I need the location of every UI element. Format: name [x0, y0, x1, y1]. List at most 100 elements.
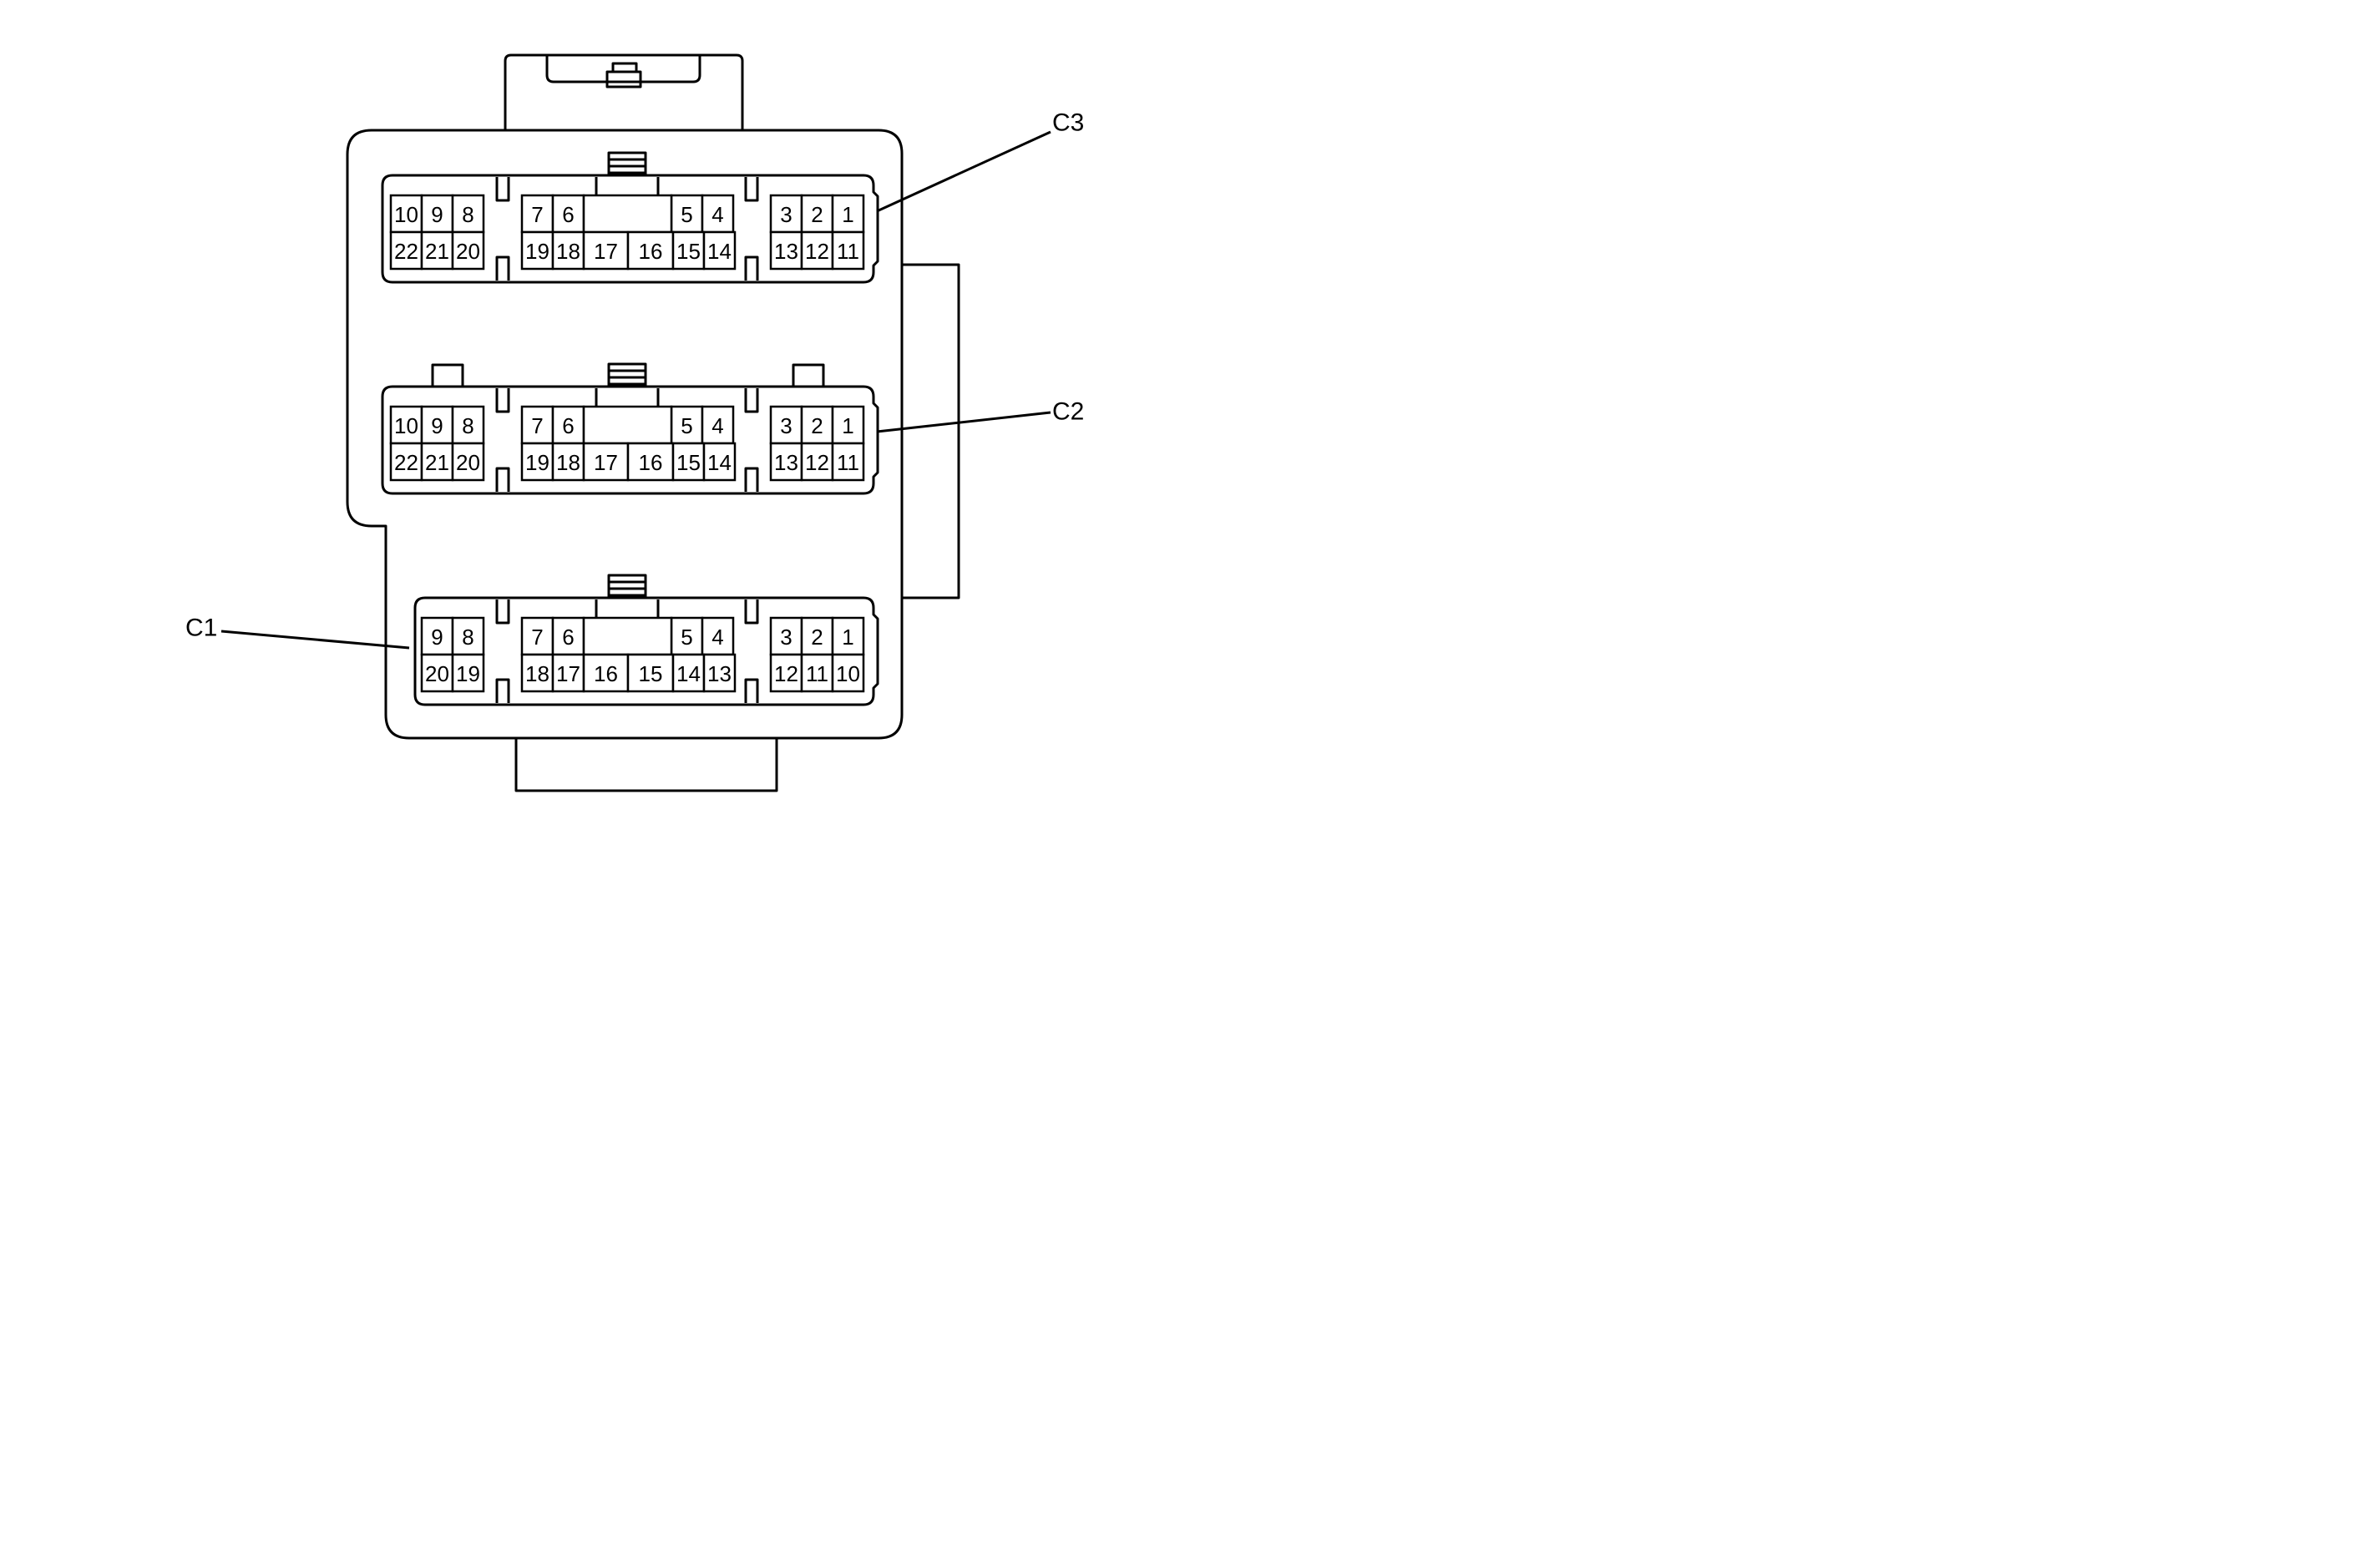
pin-19: 19 — [456, 661, 480, 686]
keyway-slot-top — [744, 388, 759, 413]
pin-12: 12 — [805, 450, 829, 475]
pin-5: 5 — [681, 202, 692, 227]
pin-22-cell — [389, 442, 423, 482]
pin-9-cell — [420, 194, 454, 234]
pin-4: 4 — [711, 413, 723, 438]
pin-11-cell — [831, 442, 865, 482]
keyway-slot-top — [744, 599, 759, 625]
pin-18: 18 — [556, 450, 580, 475]
keyway-slot-bottom — [744, 255, 759, 281]
pin-14-cell — [702, 442, 737, 482]
pin-20: 20 — [456, 239, 480, 264]
keyway-slot-bottom — [495, 678, 510, 703]
pin-12-cell — [800, 230, 834, 271]
pin-7: 7 — [531, 413, 543, 438]
pin-6: 6 — [562, 625, 574, 650]
keyway-slot-top — [495, 599, 510, 625]
keyway-slot-top — [495, 177, 510, 202]
pin-17: 17 — [556, 661, 580, 686]
pin-16: 16 — [594, 661, 618, 686]
pin-9: 9 — [431, 202, 443, 227]
pin-14-cell — [671, 653, 706, 693]
pin-13: 13 — [774, 239, 798, 264]
pin-16-cell — [582, 653, 630, 693]
pin-6: 6 — [562, 202, 574, 227]
pin-20-cell — [451, 442, 485, 482]
pin-14: 14 — [707, 239, 732, 264]
pin-15: 15 — [639, 661, 663, 686]
pin-11: 11 — [806, 661, 828, 686]
pin-10: 10 — [394, 202, 418, 227]
keyway-slot-bottom — [744, 678, 759, 703]
pin-4-cell — [701, 405, 735, 445]
pin-4: 4 — [711, 202, 723, 227]
latch-gap — [582, 194, 673, 234]
pin-17: 17 — [594, 450, 618, 475]
pin-16: 16 — [639, 450, 663, 475]
pin-10-cell — [831, 653, 865, 693]
pin-11-cell — [831, 230, 865, 271]
pin-7: 7 — [531, 625, 543, 650]
pin-1: 1 — [842, 413, 853, 438]
pin-11-cell — [800, 653, 834, 693]
pin-20: 20 — [456, 450, 480, 475]
pin-8-cell — [451, 405, 485, 445]
pin-14-cell — [702, 230, 737, 271]
pin-1-cell — [831, 616, 865, 656]
pin-16-cell — [626, 442, 675, 482]
pin-8-cell — [451, 194, 485, 234]
pin-19-cell — [451, 653, 485, 693]
pin-8: 8 — [462, 625, 473, 650]
callout-label-c3: C3 — [1052, 109, 1084, 137]
pin-14: 14 — [707, 450, 732, 475]
pin-9: 9 — [431, 413, 443, 438]
pin-5-cell — [670, 194, 704, 234]
pin-4-cell — [701, 194, 735, 234]
pin-15-cell — [671, 442, 706, 482]
pin-18-cell — [551, 442, 585, 482]
pin-2-cell — [800, 194, 834, 234]
pin-17-cell — [582, 442, 630, 482]
latch-gap — [582, 405, 673, 445]
pin-4: 4 — [711, 625, 723, 650]
pin-15: 15 — [676, 450, 701, 475]
pin-2-cell — [800, 616, 834, 656]
pin-2: 2 — [811, 625, 823, 650]
pin-12-cell — [769, 653, 803, 693]
pin-18: 18 — [556, 239, 580, 264]
pin-13-cell — [769, 442, 803, 482]
right-bracket — [902, 263, 960, 599]
pin-15: 15 — [676, 239, 701, 264]
top-mounting-tab — [504, 53, 744, 130]
pin-10: 10 — [836, 661, 860, 686]
pin-8: 8 — [462, 413, 473, 438]
pin-10: 10 — [394, 413, 418, 438]
pin-15-cell — [626, 653, 675, 693]
pin-3: 3 — [780, 625, 792, 650]
pin-3: 3 — [780, 202, 792, 227]
callout-leader-c3 — [876, 130, 1051, 213]
pin-13: 13 — [707, 661, 732, 686]
callout-leader-c2 — [876, 411, 1051, 433]
pin-16: 16 — [639, 239, 663, 264]
pin-8: 8 — [462, 202, 473, 227]
pin-2: 2 — [811, 413, 823, 438]
pin-3-cell — [769, 405, 803, 445]
pin-21: 21 — [425, 450, 449, 475]
keyway-slot-bottom — [495, 467, 510, 492]
pin-11: 11 — [837, 450, 859, 475]
pin-19: 19 — [525, 450, 549, 475]
pin-21: 21 — [425, 239, 449, 264]
keyway-slot-top — [744, 177, 759, 202]
pin-13: 13 — [774, 450, 798, 475]
pin-18-cell — [520, 653, 554, 693]
pin-6: 6 — [562, 413, 574, 438]
pin-5: 5 — [681, 625, 692, 650]
callout-leader-c1 — [220, 630, 410, 650]
latch-gap — [582, 616, 673, 656]
